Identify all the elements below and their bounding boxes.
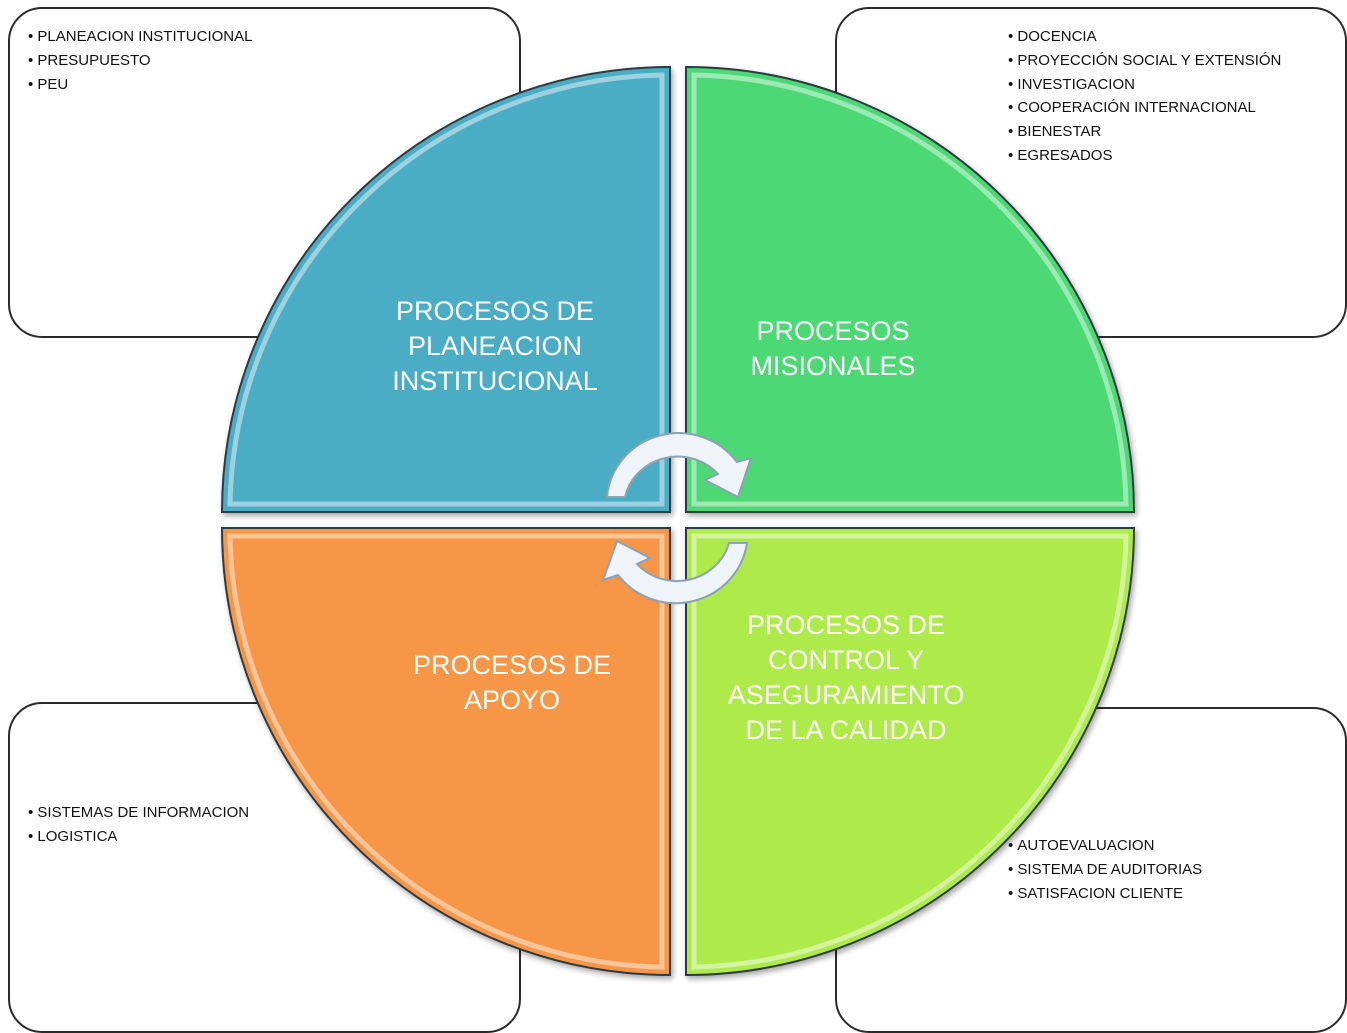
list-item: PEU (28, 73, 252, 97)
quadrant-label-apoyo: PROCESOS DE APOYO (412, 650, 612, 715)
quadrant-calidad (685, 527, 1136, 977)
list-item: PRESUPUESTO (28, 49, 252, 73)
quadrant-label-misionales: PROCESOS MISIONALES (750, 316, 916, 381)
quadrant-misionales (685, 65, 1136, 513)
list-item: COOPERACIÓN INTERNACIONAL (1008, 96, 1281, 120)
list-apoyo: SISTEMAS DE INFORMACION LOGISTICA (28, 801, 249, 849)
list-misionales: DOCENCIA PROYECCIÓN SOCIAL Y EXTENSIÓN I… (1008, 25, 1281, 168)
cycle-arrows-icon (601, 432, 753, 605)
list-item: SISTEMA DE AUDITORIAS (1008, 858, 1202, 882)
quadrant-label-calidad: PROCESOS DE CONTROL Y ASEGURAMIENTO DE L… (727, 610, 965, 745)
list-item: AUTOEVALUACION (1008, 834, 1202, 858)
list-item: SATISFACION CLIENTE (1008, 882, 1202, 906)
list-item: LOGISTICA (28, 825, 249, 849)
quadrant-planeacion (220, 65, 671, 513)
list-item: SISTEMAS DE INFORMACION (28, 801, 249, 825)
list-item: INVESTIGACION (1008, 73, 1281, 97)
quadrant-label-planeacion: PROCESOS DE PLANEACION INSTITUCIONAL (392, 296, 598, 396)
bevel-highlight (227, 533, 665, 970)
list-item: PROYECCIÓN SOCIAL Y EXTENSIÓN (1008, 49, 1281, 73)
list-item: DOCENCIA (1008, 25, 1281, 49)
list-item: EGRESADOS (1008, 144, 1281, 168)
list-item: PLANEACION INSTITUCIONAL (28, 25, 252, 49)
quadrant-apoyo (220, 527, 671, 977)
list-planeacion: PLANEACION INSTITUCIONAL PRESUPUESTO PEU (28, 25, 252, 96)
list-calidad: AUTOEVALUACION SISTEMA DE AUDITORIAS SAT… (1008, 834, 1202, 905)
list-item: BIENESTAR (1008, 120, 1281, 144)
bevel-highlight (691, 72, 1129, 507)
bevel-highlight (691, 533, 1129, 970)
bevel-highlight (227, 72, 665, 507)
